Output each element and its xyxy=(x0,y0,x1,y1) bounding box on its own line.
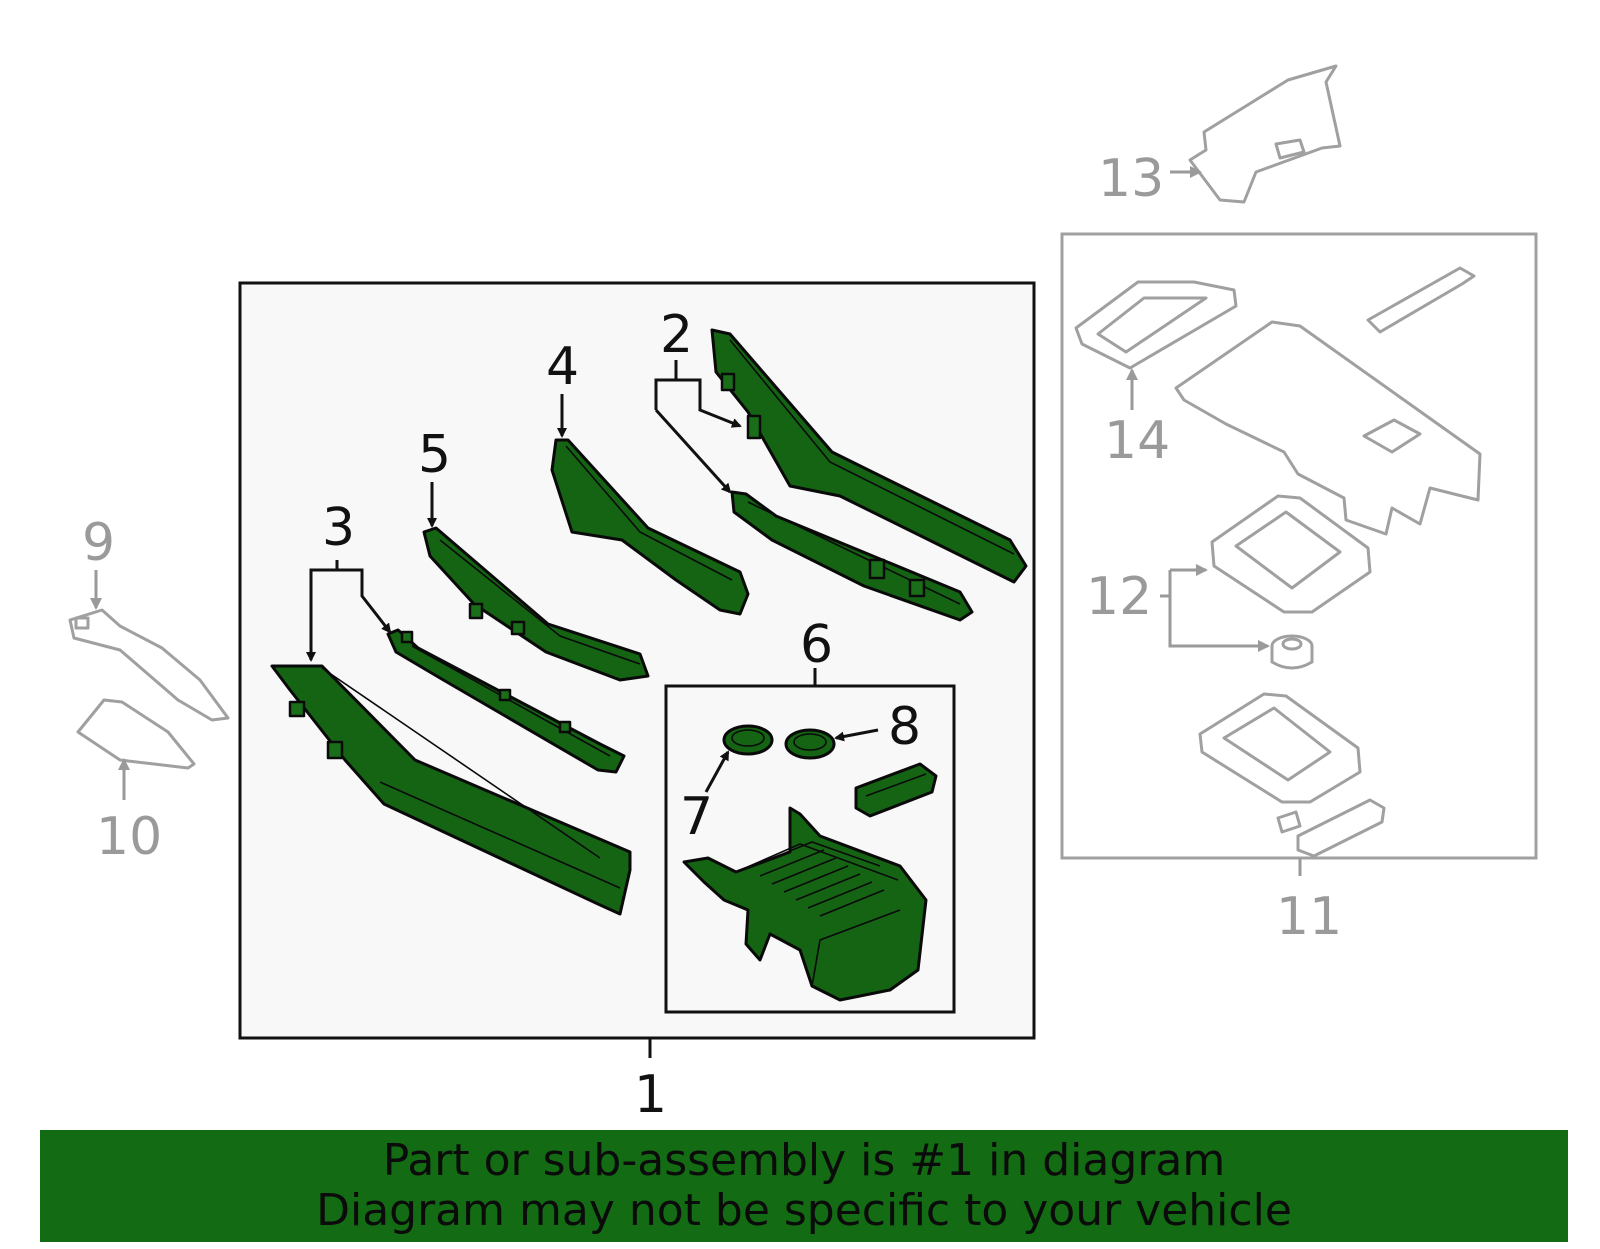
part-4-trim-panel xyxy=(550,438,750,616)
part-13-bracket xyxy=(1188,64,1342,204)
part-3-trim-panel xyxy=(270,664,632,916)
callout-12: 12 xyxy=(1086,567,1152,627)
part-2-long-strip xyxy=(710,328,1028,584)
callout-8: 8 xyxy=(888,697,921,757)
leader-7 xyxy=(704,750,730,793)
part-10-trim-piece xyxy=(76,698,196,770)
callout-6: 6 xyxy=(800,615,833,675)
callout-9: 9 xyxy=(82,513,115,573)
callout-11: 11 xyxy=(1276,887,1342,947)
leader-2-lower xyxy=(654,408,732,494)
part-11-top-strip xyxy=(1366,266,1476,334)
part-11-switch xyxy=(1276,798,1386,858)
part-11-lower-bezel xyxy=(1198,692,1362,804)
callout-10: 10 xyxy=(96,807,162,867)
callout-7: 7 xyxy=(680,787,713,847)
callout-13: 13 xyxy=(1098,149,1164,209)
callout-14: 14 xyxy=(1104,411,1170,471)
notice-banner: Part or sub-assembly is #1 in diagram Di… xyxy=(40,1130,1568,1242)
part-2-lower-strip xyxy=(730,490,974,622)
callout-4: 4 xyxy=(546,337,579,397)
part-12-knob xyxy=(1270,634,1314,670)
leader-8 xyxy=(834,728,879,742)
banner-line-1: Part or sub-assembly is #1 in diagram xyxy=(382,1135,1226,1186)
part-6-console-bin xyxy=(682,806,928,1002)
part-9-trim-piece xyxy=(68,608,230,722)
banner-line-2: Diagram may not be specific to your vehi… xyxy=(316,1185,1292,1236)
callout-3: 3 xyxy=(322,498,355,558)
part-11-console-upper xyxy=(1174,320,1482,536)
part-5-strip xyxy=(422,526,650,682)
part-14-tray xyxy=(1074,280,1238,370)
part-3-strip xyxy=(386,628,626,774)
leader-3 xyxy=(309,568,392,650)
callout-2: 2 xyxy=(660,305,693,365)
callout-5: 5 xyxy=(418,425,451,485)
callout-1: 1 xyxy=(634,1065,667,1125)
leader-2 xyxy=(654,378,742,428)
part-12-bezel xyxy=(1210,494,1372,614)
part-6-bracket xyxy=(854,762,938,818)
